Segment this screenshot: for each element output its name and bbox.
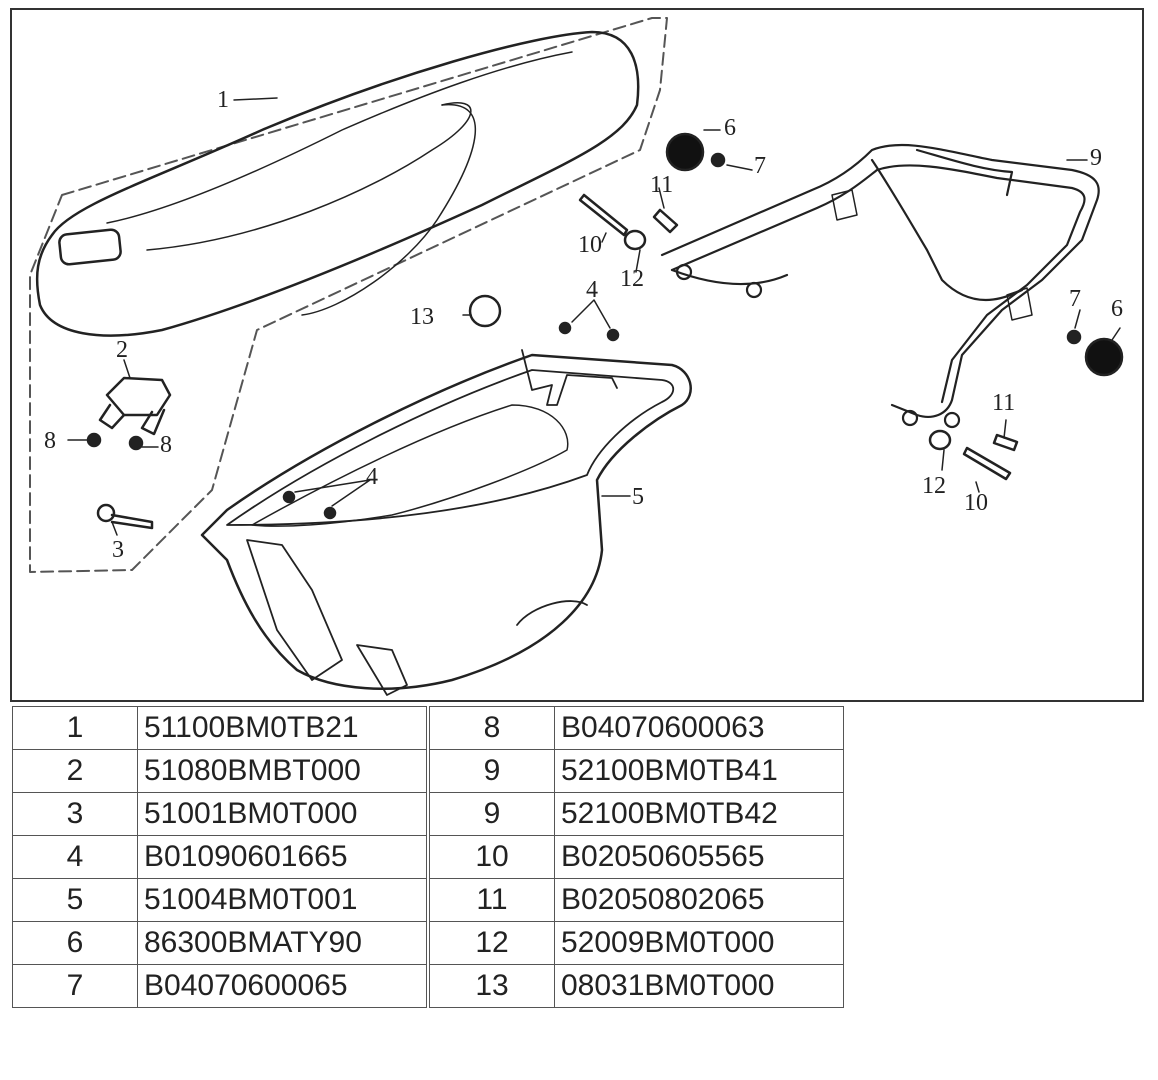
ref-number: 11 (426, 878, 555, 922)
table-row: 2 51080BMBT000 9 52100BM0TB41 (12, 749, 844, 793)
nut-7-right-shape (1066, 329, 1082, 345)
carrier-part (660, 143, 1100, 429)
callout-10-bottom: 10 (964, 490, 988, 516)
table-row: 1 51100BM0TB21 8 B04070600063 (12, 706, 844, 750)
callout-8-right: 8 (160, 432, 172, 458)
part-code: 51001BM0T000 (137, 792, 429, 836)
seat-group-dashed-outline (29, 17, 668, 573)
part-code: 51080BMBT000 (137, 749, 429, 793)
part-code: 08031BM0T000 (554, 964, 844, 1008)
callout-11-top: 11 (650, 172, 673, 198)
leader-lines (67, 97, 1121, 536)
nut-7-top-shape (710, 152, 726, 168)
table-row: 7 B04070600065 13 08031BM0T000 (12, 964, 844, 1008)
screw-4-shapes (282, 321, 620, 520)
callout-6-right: 6 (1111, 296, 1123, 322)
callout-12-bottom: 12 (922, 473, 946, 499)
callout-2: 2 (116, 337, 128, 363)
callout-8-left: 8 (44, 428, 56, 454)
callout-7-top: 7 (754, 153, 766, 179)
callout-7-right: 7 (1069, 286, 1081, 312)
callout-4-top: 4 (586, 277, 598, 303)
cap-6-right-shape (1084, 337, 1124, 377)
bolt-10-top-shape (578, 193, 629, 237)
part-code: 52100BM0TB42 (554, 792, 844, 836)
part-code: B02050802065 (554, 878, 844, 922)
ref-number: 12 (426, 921, 555, 965)
ref-number: 4 (12, 835, 138, 879)
ref-number: 2 (12, 749, 138, 793)
ref-number: 8 (426, 706, 555, 750)
ref-number: 10 (426, 835, 555, 879)
grommet-part (468, 294, 502, 328)
part-code: B04070600065 (137, 964, 429, 1008)
callout-3: 3 (112, 537, 124, 563)
bushing-12-top-shape (623, 229, 647, 251)
parts-number-table: 1 51100BM0TB21 8 B04070600063 2 51080BMB… (12, 706, 844, 1008)
seat-part (35, 30, 640, 337)
part-code: 51004BM0T001 (137, 878, 429, 922)
callout-1: 1 (217, 87, 229, 113)
callout-11-bottom: 11 (992, 390, 1015, 416)
part-code: B02050605565 (554, 835, 844, 879)
cap-6-top-shape (665, 132, 705, 172)
exploded-parts-diagram: 1 2 3 4 4 5 6 6 7 7 8 8 9 10 10 11 11 12… (10, 8, 1144, 702)
ref-number: 5 (12, 878, 138, 922)
part-code: 51100BM0TB21 (137, 706, 429, 750)
ref-number: 7 (12, 964, 138, 1008)
luggage-box-part (200, 349, 692, 696)
callout-4-bottom: 4 (366, 464, 378, 490)
ref-number: 3 (12, 792, 138, 836)
table-row: 5 51004BM0T001 11 B02050802065 (12, 878, 844, 922)
table-row: 4 B01090601665 10 B02050605565 (12, 835, 844, 879)
part-code: B01090601665 (137, 835, 429, 879)
bolt-10-bottom-shape (962, 446, 1012, 481)
callout-9: 9 (1090, 145, 1102, 171)
latch-part (98, 376, 172, 436)
part-code: B04070600063 (554, 706, 844, 750)
ref-number: 9 (426, 792, 555, 836)
ref-number: 1 (12, 706, 138, 750)
callout-13: 13 (410, 304, 434, 330)
callout-12-top: 12 (620, 266, 644, 292)
bushing-12-bottom-shape (928, 429, 952, 451)
callout-10-top: 10 (578, 232, 602, 258)
table-row: 6 86300BMATY90 12 52009BM0T000 (12, 921, 844, 965)
table-row: 3 51001BM0T000 9 52100BM0TB42 (12, 792, 844, 836)
callout-5: 5 (632, 484, 644, 510)
hinge-bolt-part (96, 503, 154, 530)
part-code: 86300BMATY90 (137, 921, 429, 965)
diagram-drawing: 1 2 3 4 4 5 6 6 7 7 8 8 9 10 10 11 11 12… (29, 17, 1124, 696)
nut-8-left-shape (86, 432, 102, 448)
ref-number: 9 (426, 749, 555, 793)
nut-8-right-shape (128, 435, 144, 451)
collar-11-top-shape (652, 208, 679, 234)
collar-11-bottom-shape (992, 433, 1019, 452)
ref-number: 6 (12, 921, 138, 965)
part-code: 52100BM0TB41 (554, 749, 844, 793)
part-code: 52009BM0T000 (554, 921, 844, 965)
callout-6-top: 6 (724, 115, 736, 141)
ref-number: 13 (426, 964, 555, 1008)
